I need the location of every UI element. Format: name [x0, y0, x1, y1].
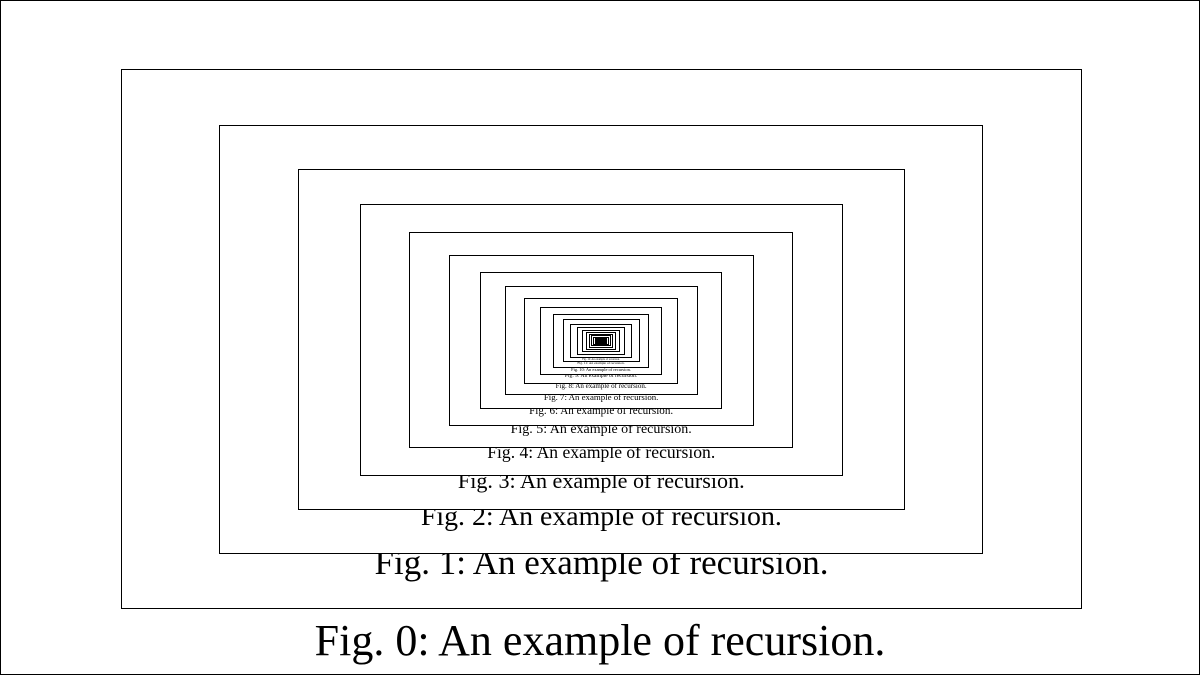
figure-caption-8: Fig. 8: An example of recursion.	[555, 381, 647, 390]
figure-caption-12: Fig. 12: An example of recursion.	[582, 357, 620, 362]
figure-caption-0: Fig. 0: An example of recursion.	[314, 616, 886, 665]
figure-caption-6: Fig. 6: An example of recursion.	[529, 405, 674, 418]
figure-caption-9: Fig. 9: An example of recursion.	[564, 373, 638, 380]
figure-caption-11: Fig. 11: An example of recursion.	[577, 361, 625, 366]
figure-frame-25	[599, 339, 603, 343]
figure-caption-7: Fig. 7: An example of recursion.	[543, 392, 659, 403]
figure-caption-10: Fig. 10: An example of recursion.	[571, 366, 631, 372]
